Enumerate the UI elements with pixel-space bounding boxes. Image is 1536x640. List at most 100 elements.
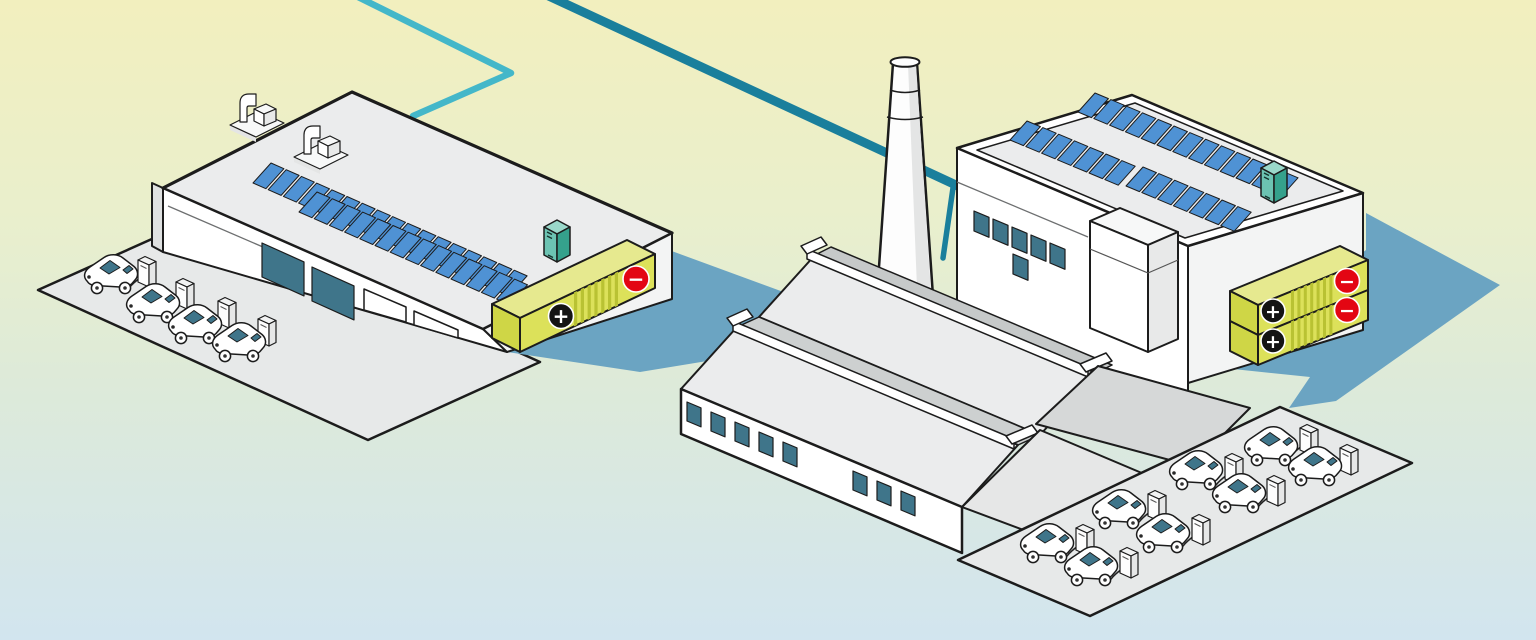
- corrugation-ridge: [1291, 290, 1294, 322]
- left-warehouse: − +: [151, 90, 674, 353]
- solar-panel: [1220, 206, 1252, 232]
- solar-panel: [1219, 151, 1252, 178]
- battery-front: [519, 253, 656, 353]
- solar-panel: [1157, 179, 1189, 206]
- window: [782, 441, 798, 468]
- solar-panel: [1124, 112, 1157, 138]
- office-windows: [973, 210, 1066, 281]
- solar-panel: [298, 191, 331, 219]
- solar-panel: [1109, 105, 1141, 132]
- roof-surface: [976, 102, 1344, 239]
- solar-panel: [267, 169, 300, 196]
- discharge-badge: −: [1333, 267, 1361, 295]
- charge-badge: +: [547, 302, 575, 330]
- corrugation-ridge: [1291, 320, 1294, 352]
- solar-panel: [1203, 145, 1236, 171]
- window: [992, 218, 1009, 246]
- front-wall: [679, 387, 964, 555]
- skylight-ridge: [732, 320, 1015, 450]
- solar-panel: [1140, 118, 1173, 145]
- solar-panel: [1009, 120, 1041, 147]
- window: [734, 421, 750, 448]
- window: [852, 470, 868, 497]
- solar-panel: [480, 271, 513, 299]
- battery-corrugation: [1291, 274, 1333, 322]
- battery-container: − +: [491, 239, 656, 353]
- solar-panel: [1072, 146, 1105, 173]
- plus-icon: +: [1265, 331, 1281, 353]
- solar-panel: [1156, 125, 1188, 152]
- corrugation-ridge: [608, 274, 612, 311]
- corrugation-ridge: [1297, 317, 1301, 349]
- battery-corrugation: [1291, 304, 1333, 352]
- minus-icon: −: [1339, 300, 1355, 322]
- rooftop-inverter-cabinet: [1260, 160, 1288, 204]
- window: [973, 210, 990, 238]
- loading-bay: [363, 288, 407, 323]
- solar-panel: [389, 231, 422, 259]
- charge-badge: +: [1260, 328, 1286, 354]
- stair-tower: [1089, 207, 1179, 353]
- solar-panel: [1093, 99, 1125, 125]
- solar-panel: [1056, 140, 1089, 166]
- left-solar-array: [252, 162, 529, 306]
- window: [710, 411, 726, 438]
- window: [311, 266, 355, 321]
- corrugation-ridge: [1310, 312, 1314, 344]
- feeder-power-line: [356, 0, 515, 120]
- solar-panel: [1104, 160, 1136, 186]
- corrugation-ridge: [614, 271, 618, 308]
- window: [900, 490, 916, 517]
- discharge-badge: −: [1333, 296, 1361, 324]
- factory-windows: [686, 401, 916, 517]
- corrugation-ridge: [1316, 279, 1320, 312]
- corrugation-ridge: [574, 290, 578, 327]
- solar-panel: [313, 198, 346, 225]
- battery-stack: − + − +: [1229, 245, 1369, 366]
- plus-icon: +: [1265, 301, 1281, 323]
- solar-panel: [1041, 133, 1073, 160]
- solar-panel: [1088, 153, 1120, 180]
- solar-panel: [420, 245, 453, 272]
- corrugation-ridge: [587, 284, 591, 320]
- solar-panel: [450, 258, 483, 286]
- solar-panel: [435, 251, 468, 279]
- window: [1030, 234, 1047, 262]
- minus-icon: −: [628, 267, 645, 291]
- solar-panel: [1025, 127, 1057, 153]
- end-roof-hip: [1035, 365, 1251, 467]
- factory-hall: [679, 236, 1251, 561]
- solar-panel: [1141, 173, 1173, 199]
- corrugation-ridge: [1329, 304, 1333, 336]
- solar-panel: [1188, 192, 1221, 219]
- solar-panel: [1172, 132, 1204, 158]
- battery-container: − +: [1229, 289, 1369, 366]
- solar-panel: [359, 218, 392, 245]
- corrugation-ridge: [601, 278, 605, 314]
- corrugation-ridge: [1329, 274, 1333, 306]
- corrugation-ridge: [580, 287, 584, 324]
- solar-panel: [404, 238, 437, 266]
- solar-panel: [374, 225, 407, 252]
- left-windows: [261, 242, 355, 321]
- chimney: [872, 56, 938, 342]
- solar-panel: [282, 175, 315, 203]
- window: [1049, 242, 1066, 270]
- solar-panel: [1125, 166, 1157, 193]
- minus-icon: −: [1339, 271, 1355, 293]
- corrugation-ridge: [1323, 307, 1326, 339]
- ridge-cap: [1079, 352, 1113, 373]
- window: [686, 401, 702, 428]
- corrugation-ridge: [1316, 309, 1320, 342]
- corrugation-ridge: [1297, 287, 1301, 319]
- plus-icon: +: [553, 304, 570, 328]
- window: [1012, 253, 1029, 281]
- discharge-badge: −: [622, 265, 650, 293]
- west-wall-sliver: [151, 182, 164, 253]
- corrugation-ridge: [1310, 282, 1314, 314]
- battery-corrugation: [574, 271, 618, 327]
- window: [1011, 226, 1028, 254]
- ridge-cap: [726, 308, 754, 327]
- solar-panel: [328, 204, 361, 232]
